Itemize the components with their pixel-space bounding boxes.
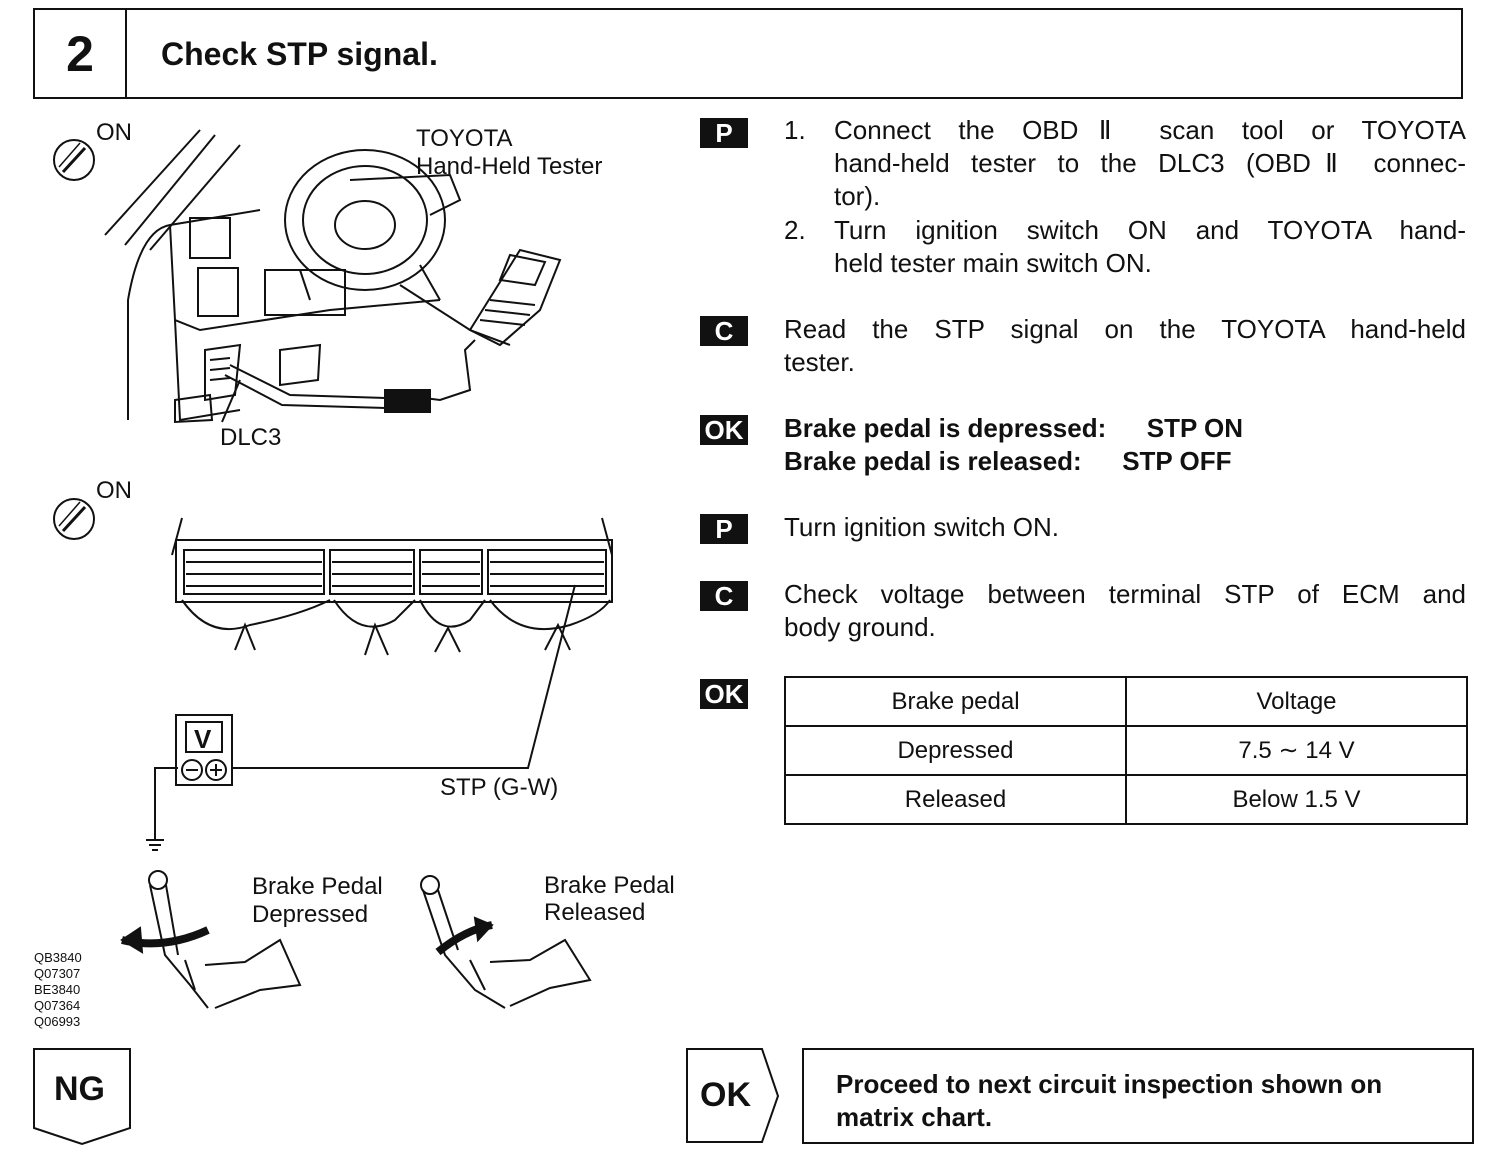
brake-pedal-released-drawing xyxy=(420,875,592,1009)
table-cell: Released xyxy=(784,774,1127,825)
spec-label: Brake pedal is released: xyxy=(784,446,1082,476)
depressed-label-2: Depressed xyxy=(252,901,368,928)
proceed-instruction: Proceed to next circuit inspection shown… xyxy=(802,1048,1474,1144)
voltage-spec-table: Brake pedal Voltage Depressed 7.5 ∼ 14 V… xyxy=(784,676,1468,825)
spec-line: Brake pedal is depressed: STP ON xyxy=(784,412,1243,445)
dashboard-drawing xyxy=(104,129,511,424)
text-line: matrix chart. xyxy=(836,1102,993,1132)
step-item-text: Connect the OBDⅡ scan tool or TOYOTA han… xyxy=(834,114,1466,213)
step-item-number: 2. xyxy=(784,215,806,245)
text-line: Turn ignition switch ON and TOYOTA hand- xyxy=(834,215,1466,245)
brake-pedal-depressed-drawing xyxy=(120,870,302,1009)
spec-value: STP ON xyxy=(1146,413,1244,443)
spec-line: Brake pedal is released: STP OFF xyxy=(784,445,1243,478)
text-line: Check voltage between terminal STP of EC… xyxy=(784,579,1466,609)
voltmeter-icon xyxy=(175,714,233,786)
step-number: 2 xyxy=(35,10,127,97)
figure-code-4: Q07364 xyxy=(34,998,80,1013)
text-line: Connect the OBDⅡ scan tool or TOYOTA xyxy=(834,115,1466,145)
tester-label-1: TOYOTA xyxy=(416,125,512,152)
ok-result-arrow xyxy=(686,1048,780,1143)
ignition-key-icon-2 xyxy=(53,498,95,540)
text-line: held tester main switch ON. xyxy=(834,248,1152,278)
tester-label-2: Hand-Held Tester xyxy=(416,153,602,180)
ok-badge-2: OK xyxy=(700,679,748,709)
ok-badge: OK xyxy=(700,415,748,445)
step-header: 2 Check STP signal. xyxy=(33,8,1463,99)
check-badge: C xyxy=(700,316,748,346)
check-text: Read the STP signal on the TOYOTA hand-h… xyxy=(784,313,1466,379)
check-text-2: Check voltage between terminal STP of EC… xyxy=(784,578,1466,644)
ignition-on-label-2: ON xyxy=(96,477,132,504)
table-header: Voltage xyxy=(1125,676,1468,727)
voltmeter-label: V xyxy=(194,724,212,754)
ok-spec: Brake pedal is depressed: STP ON Brake p… xyxy=(784,412,1243,478)
figure-code-3: BE3840 xyxy=(34,982,80,997)
figure-code-2: Q07307 xyxy=(34,966,80,981)
illustration: ON TOYOTA Hand-Held Tester DLC3 xyxy=(34,119,675,1029)
table-row: Released Below 1.5 V xyxy=(784,774,1468,825)
step-item-number: 1. xyxy=(784,115,806,145)
text-line: Read the STP signal on the TOYOTA hand-h… xyxy=(784,314,1466,344)
text-line: hand-held tester to the DLC3 (OBDⅡ conne… xyxy=(834,148,1466,178)
step-title: Check STP signal. xyxy=(161,36,438,72)
ng-result-box xyxy=(33,1048,131,1146)
check-badge-2: C xyxy=(700,581,748,611)
table-header-row: Brake pedal Voltage xyxy=(784,676,1468,727)
stp-wire-label: STP (G-W) xyxy=(440,774,558,801)
figure-code-1: QB3840 xyxy=(34,950,82,965)
ok-label: OK xyxy=(700,1076,751,1114)
released-label-1: Brake Pedal xyxy=(544,872,675,899)
ng-label: NG xyxy=(54,1070,105,1108)
table-row: Depressed 7.5 ∼ 14 V xyxy=(784,725,1468,776)
table-cell: 7.5 ∼ 14 V xyxy=(1125,725,1468,776)
dlc3-label: DLC3 xyxy=(220,424,281,451)
text-line: tor). xyxy=(834,181,881,211)
prepare-badge-2: P xyxy=(700,514,748,544)
released-label-2: Released xyxy=(544,899,645,926)
spec-label: Brake pedal is depressed: xyxy=(784,413,1107,443)
probe-wire xyxy=(146,584,576,851)
text-line: Proceed to next circuit inspection shown… xyxy=(836,1069,1383,1099)
prepare-badge: P xyxy=(700,118,748,148)
ecm-connector-drawing xyxy=(171,517,613,656)
table-cell: Below 1.5 V xyxy=(1125,774,1468,825)
ignition-key-icon xyxy=(53,139,95,181)
text-line: tester. xyxy=(784,347,855,377)
ignition-on-label: ON xyxy=(96,119,132,146)
step-item-text: Turn ignition switch ON and TOYOTA hand-… xyxy=(834,214,1466,280)
figure-code-5: Q06993 xyxy=(34,1014,80,1029)
table-cell: Depressed xyxy=(784,725,1127,776)
table-header: Brake pedal xyxy=(784,676,1127,727)
text-line: body ground. xyxy=(784,612,936,642)
spec-value: STP OFF xyxy=(1122,446,1232,476)
depressed-label-1: Brake Pedal xyxy=(252,873,383,900)
prepare-text: Turn ignition switch ON. xyxy=(784,512,1060,542)
hand-held-tester-drawing xyxy=(221,248,562,423)
